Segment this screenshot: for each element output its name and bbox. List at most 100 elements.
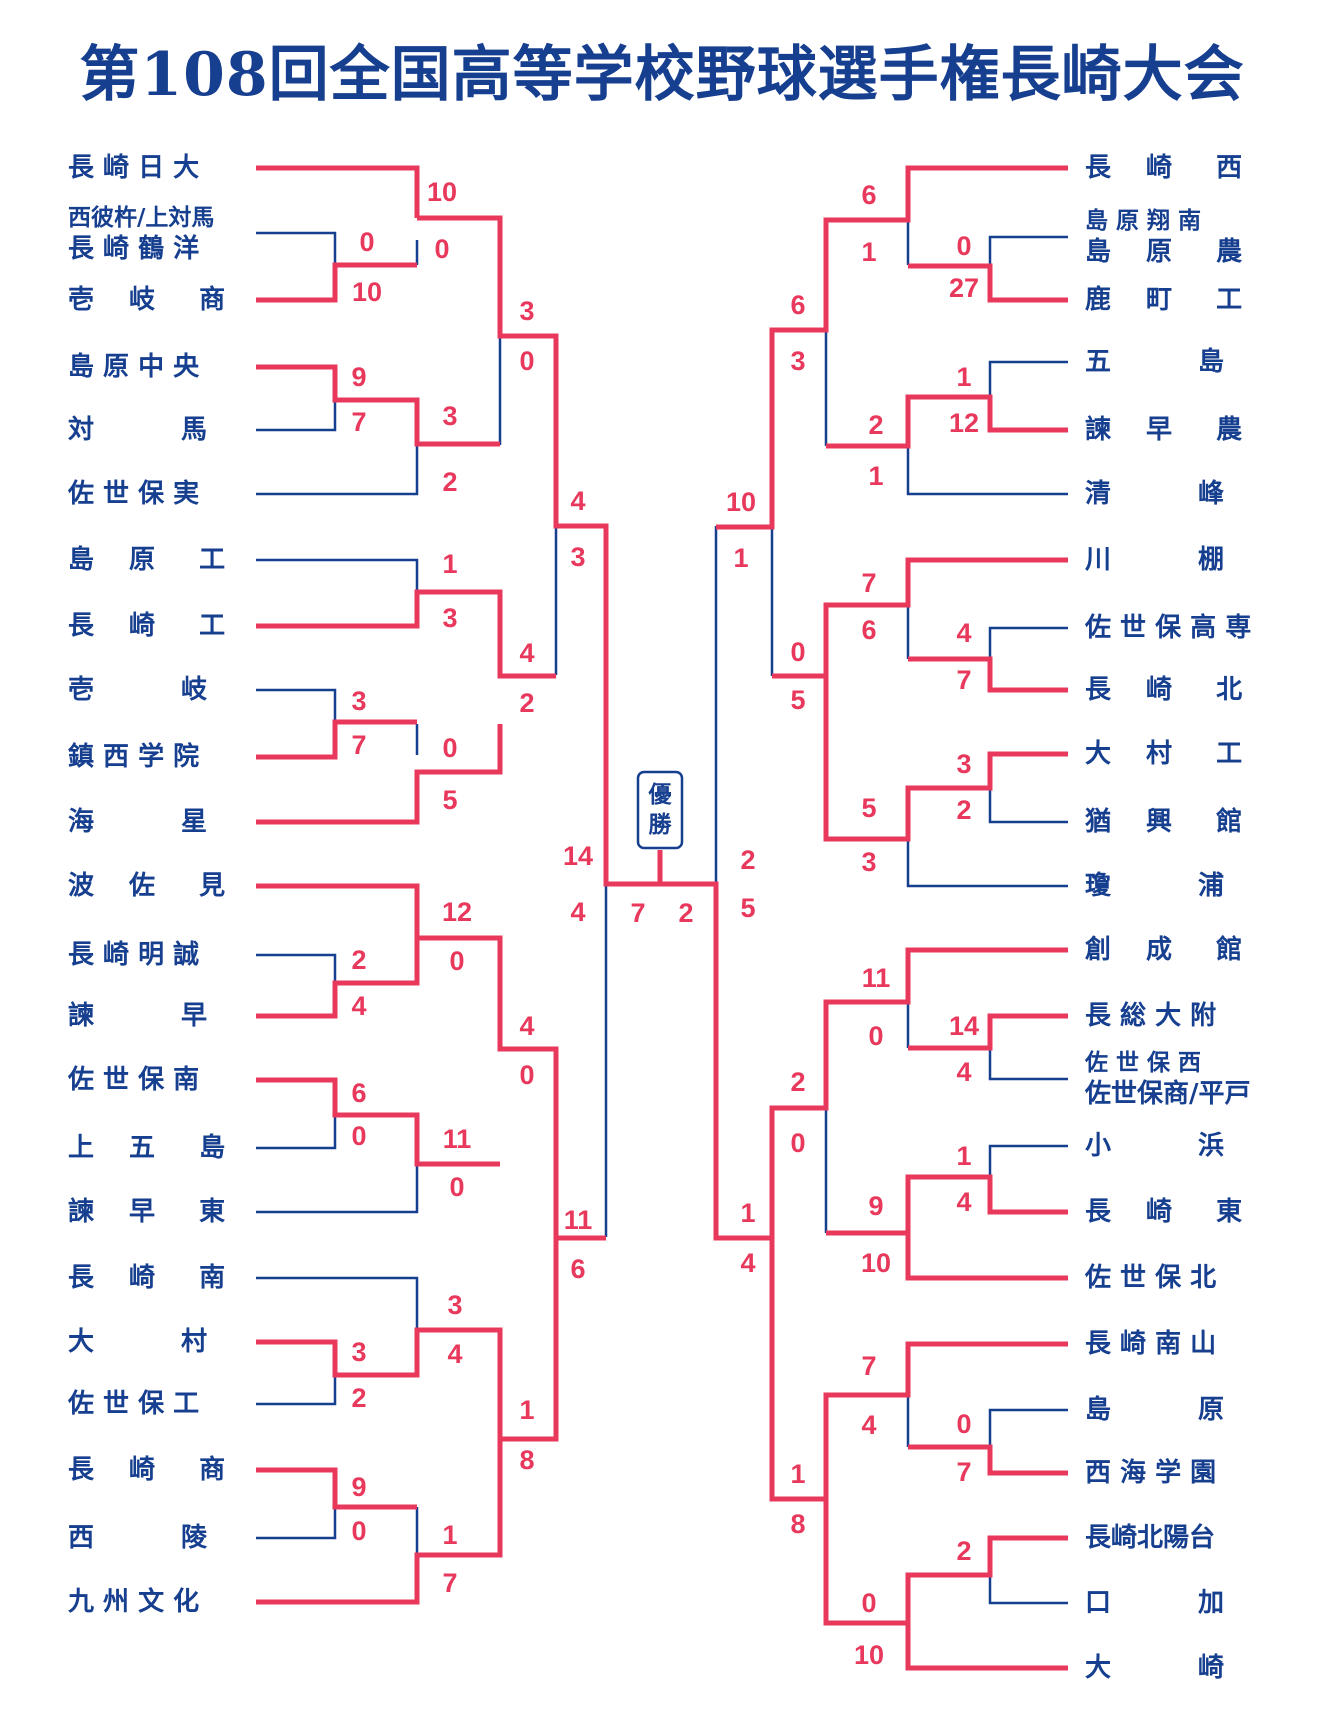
score-label: 0 — [956, 1409, 971, 1439]
score-label: 3 — [351, 1337, 366, 1367]
left-team-name: 長 崎 明 誠 — [68, 940, 199, 970]
right-team-name: 口 加 — [1085, 1588, 1224, 1618]
score-label: 2 — [351, 1383, 366, 1413]
score-label: 1 — [956, 1141, 971, 1171]
score-label: 4 — [861, 1410, 876, 1440]
score-label: 3 — [519, 296, 534, 326]
score-label: 11 — [564, 1205, 593, 1235]
right-team-name: 長 総 大 附 — [1085, 1000, 1216, 1031]
champion-label-1: 優 — [648, 782, 673, 808]
right-team-name: 長 崎 北 — [1085, 675, 1242, 705]
score-label: 4 — [519, 638, 534, 668]
right-team-name: 川 棚 — [1085, 545, 1224, 575]
score-label: 11 — [443, 1124, 472, 1154]
score-label: 0 — [351, 1121, 366, 1151]
right-team-name: 島 原 農 — [1085, 237, 1242, 267]
left-team-name: 西彼杵/上対馬 — [68, 204, 214, 231]
right-team-name: 佐 世 保 高 専 — [1084, 612, 1251, 643]
right-team-list: 長 崎 西島 原 翔 南島 原 農鹿 町 工五 島諫 早 農清 峰川 棚佐 世 … — [1084, 153, 1251, 1683]
score-label: 3 — [447, 1290, 462, 1320]
score-label: 7 — [956, 665, 971, 695]
right-team-name: 島 原 — [1085, 1395, 1224, 1425]
score-label: 6 — [861, 615, 876, 645]
bracket-base-lines — [256, 220, 1068, 1605]
score-label: 1 — [740, 1198, 755, 1228]
score-label: 3 — [790, 346, 805, 376]
score-label: 0 — [790, 637, 805, 667]
score-label: 0 — [434, 234, 449, 264]
right-team-name: 瓊 浦 — [1085, 870, 1224, 901]
score-label: 0 — [790, 1128, 805, 1158]
score-label: 2 — [956, 795, 971, 825]
score-label: 4 — [351, 991, 366, 1021]
score-label: 3 — [861, 847, 876, 877]
score-label: 6 — [570, 1254, 585, 1284]
score-label: 1 — [519, 1395, 534, 1425]
score-label: 8 — [790, 1509, 805, 1539]
score-label: 0 — [519, 346, 534, 376]
score-label: 2 — [956, 1536, 971, 1566]
score-label: 6 — [861, 180, 876, 210]
left-team-name: 佐 世 保 工 — [67, 1389, 199, 1419]
right-team-name: 西 海 学 園 — [1085, 1457, 1216, 1488]
left-team-name: 上 五 島 — [68, 1133, 225, 1163]
score-label: 1 — [442, 1520, 457, 1550]
left-team-name: 長 崎 南 — [68, 1263, 225, 1293]
left-team-name: 海 星 — [68, 807, 207, 837]
score-label: 0 — [442, 733, 457, 763]
left-team-name: 大 村 — [68, 1327, 207, 1357]
right-team-name: 清 峰 — [1085, 479, 1224, 509]
left-team-name: 諫 早 東 — [68, 1196, 225, 1227]
score-label: 4 — [519, 1011, 534, 1041]
score-label: 1 — [733, 543, 748, 573]
score-label: 3 — [570, 542, 585, 572]
right-team-name: 大 崎 — [1085, 1653, 1224, 1683]
score-label: 0 — [359, 227, 374, 257]
score-label: 7 — [351, 407, 366, 437]
left-team-name: 佐 世 保 実 — [67, 478, 199, 509]
score-label: 1 — [442, 549, 457, 579]
score-label: 14 — [949, 1011, 979, 1041]
score-label: 1 — [861, 237, 876, 267]
score-label: 7 — [861, 568, 876, 598]
score-label: 7 — [351, 730, 366, 760]
score-label: 5 — [442, 785, 457, 815]
left-team-name: 島 原 工 — [68, 545, 225, 575]
score-label: 4 — [570, 486, 585, 516]
score-label: 9 — [868, 1191, 883, 1221]
left-team-name: 島 原 中 央 — [68, 352, 200, 382]
score-label: 9 — [351, 1472, 366, 1502]
score-label: 7 — [442, 1568, 457, 1598]
score-label: 7 — [956, 1457, 971, 1487]
score-label: 0 — [868, 1021, 883, 1051]
left-team-name: 壱 岐 — [68, 675, 207, 705]
score-label: 0 — [519, 1060, 534, 1090]
score-label: 5 — [740, 893, 755, 923]
left-team-name: 長 崎 日 大 — [68, 153, 199, 183]
score-label: 7 — [861, 1351, 876, 1381]
score-label: 4 — [956, 618, 971, 648]
score-label: 7 — [630, 898, 645, 928]
score-label: 4 — [570, 897, 585, 927]
score-label: 2 — [678, 898, 693, 928]
score-label: 1 — [868, 461, 883, 491]
score-label: 9 — [351, 362, 366, 392]
left-team-name: 波 佐 見 — [68, 871, 225, 901]
left-team-name: 対 馬 — [68, 415, 207, 445]
left-team-name: 長 崎 工 — [68, 611, 225, 641]
score-label: 2 — [351, 945, 366, 975]
right-team-name: 長 崎 西 — [1085, 153, 1242, 183]
score-label: 0 — [956, 231, 971, 261]
score-label: 1 — [956, 362, 971, 392]
page-title: 第108回全国高等学校野球選手権長崎大会 — [79, 40, 1245, 110]
left-team-name: 長 崎 商 — [68, 1454, 225, 1485]
score-label: 2 — [790, 1067, 805, 1097]
score-label: 2 — [740, 845, 755, 875]
score-label: 11 — [862, 963, 891, 993]
score-label: 1 — [790, 1459, 805, 1489]
left-team-name: 九 州 文 化 — [67, 1586, 199, 1617]
score-label: 10 — [726, 487, 756, 517]
right-team-name: 佐 世 保 北 — [1084, 1263, 1216, 1293]
